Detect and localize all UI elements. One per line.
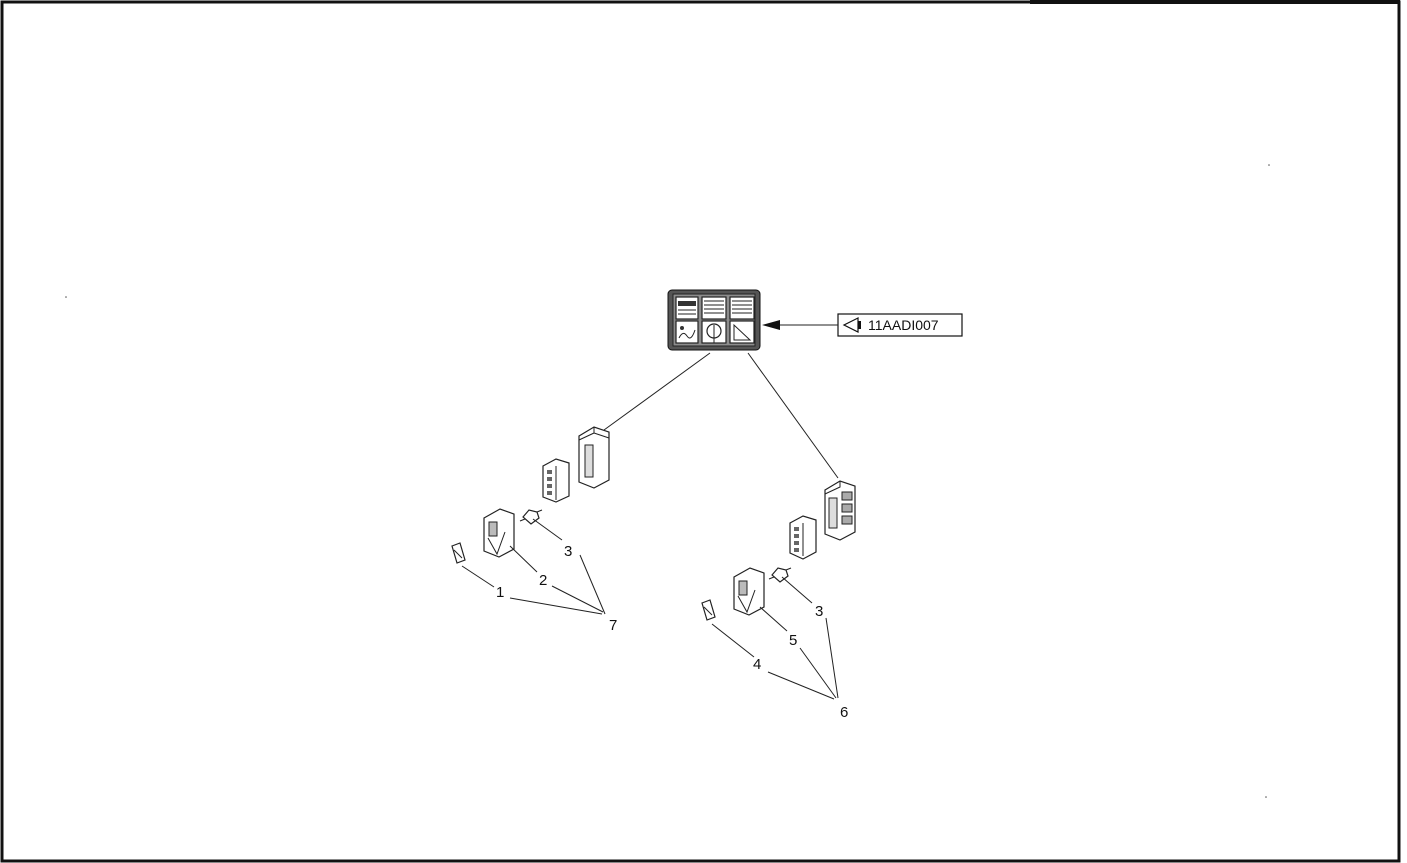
left-switch bbox=[483, 508, 515, 558]
speck bbox=[65, 296, 67, 298]
branch-line-right bbox=[747, 352, 839, 479]
callout-label: 1 bbox=[496, 584, 504, 601]
callout-label: 2 bbox=[539, 572, 547, 589]
callout-label: 4 bbox=[753, 656, 761, 673]
left-bulb bbox=[519, 509, 543, 525]
callout-label: 3 bbox=[815, 603, 823, 620]
callout-label: 3 bbox=[564, 543, 572, 560]
callout-label: 6 bbox=[840, 704, 848, 721]
branch-line-left bbox=[603, 352, 711, 431]
right-module bbox=[789, 515, 817, 560]
right-bulb bbox=[768, 567, 792, 583]
callout-label: 5 bbox=[789, 632, 797, 649]
left-lens bbox=[451, 542, 466, 564]
control-panel-assembly bbox=[667, 289, 761, 351]
left-module bbox=[542, 458, 570, 503]
reference-code: 11AADI007 bbox=[868, 317, 939, 333]
callout-label: 7 bbox=[609, 617, 617, 634]
speaker-triangle-icon bbox=[842, 317, 861, 333]
right-housing bbox=[824, 480, 856, 541]
speck bbox=[1265, 796, 1267, 798]
reference-tag: 11AADI007 bbox=[837, 313, 963, 337]
right-lens bbox=[701, 599, 716, 621]
right-switch bbox=[733, 567, 765, 616]
reference-arrowhead bbox=[762, 320, 780, 330]
left-housing bbox=[578, 426, 610, 489]
speck bbox=[1268, 164, 1270, 166]
